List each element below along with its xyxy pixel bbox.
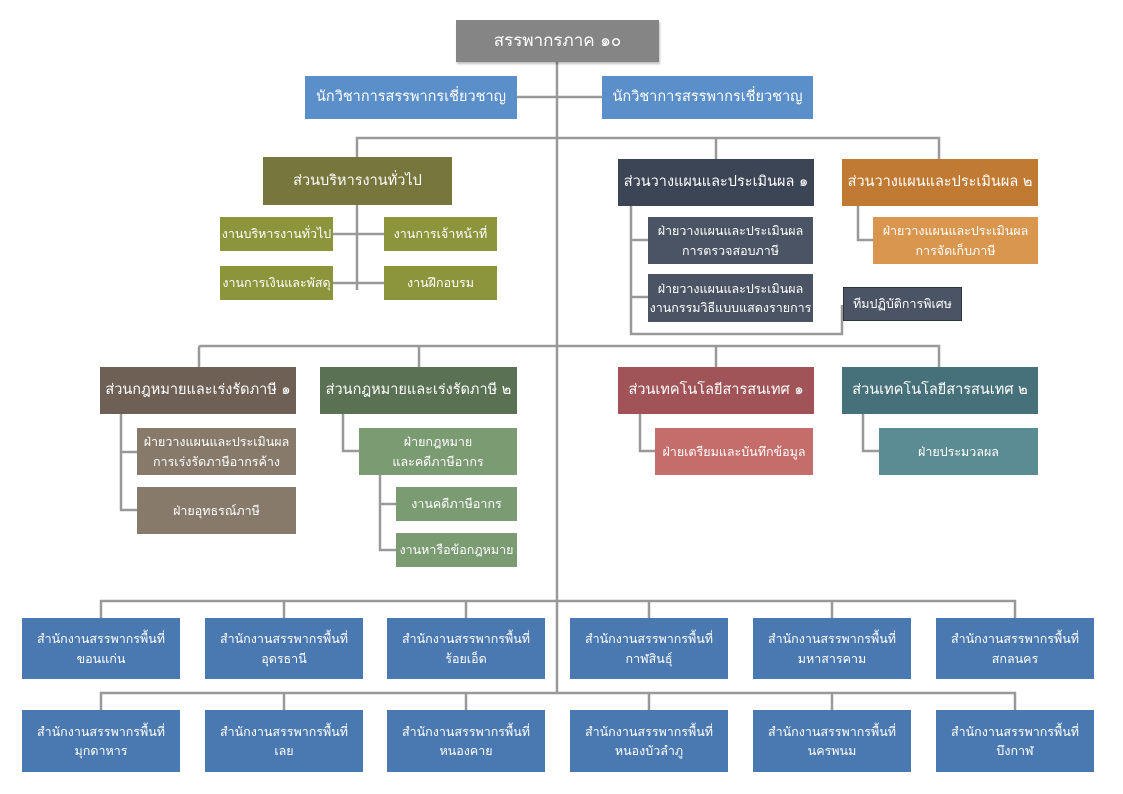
division-title: ส่วนกฎหมายและเร่งรัดภาษี ๒	[325, 382, 512, 399]
unit-label: ฝ่ายประมวลผล	[918, 443, 999, 459]
admin-unit-personnel: งานการเจ้าหน้าที่	[384, 217, 497, 251]
office-label: สำนักงานสรรพากรพื้นที่	[219, 723, 349, 739]
unit-label: งานการเจ้าหน้าที่	[393, 226, 488, 242]
office-province: มหาสารคาม	[797, 650, 867, 666]
division-admin: ส่วนบริหารงานทั่วไป	[263, 157, 452, 205]
unit-label-line1: ฝ่ายวางแผนและประเมินผล	[657, 223, 804, 239]
expert-node-left: นักวิชาการสรรพากรเชี่ยวชาญ	[305, 76, 517, 119]
division-title: ส่วนกฎหมายและเร่งรัดภาษี ๑	[105, 382, 291, 399]
office-label: สำนักงานสรรพากรพื้นที่	[219, 631, 349, 647]
sub-unit-label: งานคดีภาษีอากร	[411, 496, 502, 512]
area-office: สำนักงานสรรพากรพื้นที่ อุดรธานี	[205, 618, 363, 679]
it-2-unit-processing: ฝ่ายประมวลผล	[879, 428, 1038, 475]
area-office: สำนักงานสรรพากรพื้นที่ บึงกาฬ	[936, 710, 1094, 772]
division-title: ส่วนวางแผนและประเมินผล ๒	[847, 174, 1033, 191]
law-1-unit-appeal: ฝ่ายอุทธรณ์ภาษี	[137, 487, 296, 534]
admin-unit-training: งานฝึกอบรม	[384, 266, 497, 300]
office-label: สำนักงานสรรพากรพื้นที่	[767, 723, 897, 739]
planning-2-unit-collection: ฝ่ายวางแผนและประเมินผล การจัดเก็บภาษี	[873, 217, 1038, 264]
office-label: สำนักงานสรรพากรพื้นที่	[36, 723, 166, 739]
office-province: มุกดาหาร	[74, 743, 128, 758]
division-title: ส่วนเทคโนโลยีสารสนเทศ ๒	[852, 382, 1028, 399]
planning-1-unit-returns: ฝ่ายวางแผนและประเมินผล งานกรรมวิธีแบบแสด…	[648, 274, 813, 322]
law-2-sub-consult: งานหารือข้อกฎหมาย	[396, 533, 517, 567]
office-province: อุดรธานี	[261, 650, 307, 666]
office-province: หนองคาย	[439, 743, 493, 758]
office-province: หนองบัวลำภู	[614, 743, 684, 758]
law-2-unit-legal: ฝ่ายกฎหมาย และคดีภาษีอากร	[359, 428, 517, 475]
area-office: สำนักงานสรรพากรพื้นที่ สกลนคร	[936, 618, 1094, 679]
admin-unit-finance: งานการเงินและพัสดุ	[220, 266, 333, 300]
it-1-unit-data-entry: ฝ่ายเตรียมและบันทึกข้อมูล	[655, 428, 813, 475]
office-label: สำนักงานสรรพากรพื้นที่	[401, 631, 531, 647]
division-title: ส่วนเทคโนโลยีสารสนเทศ ๑	[628, 382, 804, 399]
unit-label-line2: และคดีภาษีอากร	[392, 453, 484, 469]
expert-title: นักวิชาการสรรพากรเชี่ยวชาญ	[612, 89, 803, 106]
area-office: สำนักงานสรรพากรพื้นที่ นครพนม	[753, 710, 911, 772]
law-2-sub-cases: งานคดีภาษีอากร	[396, 487, 517, 521]
office-province: เลย	[274, 743, 294, 758]
unit-label: งานการเงินและพัสดุ	[222, 275, 331, 291]
unit-label: ฝ่ายอุทธรณ์ภาษี	[173, 502, 260, 518]
root-node: สรรพากรภาค ๑๐	[456, 20, 659, 62]
office-label: สำนักงานสรรพากรพื้นที่	[584, 723, 714, 739]
planning-1-unit-audit: ฝ่ายวางแผนและประเมินผล การตรวจสอบภาษี	[648, 217, 813, 264]
area-office: สำนักงานสรรพากรพื้นที่ หนองบัวลำภู	[570, 710, 728, 772]
unit-label-line2: การเร่งรัดภาษีอากรค้าง	[152, 453, 280, 469]
division-admin-title: ส่วนบริหารงานทั่วไป	[293, 172, 422, 189]
office-province: ขอนแก่น	[76, 650, 126, 666]
unit-label-line1: ฝ่ายกฎหมาย	[403, 434, 473, 450]
expert-title: นักวิชาการสรรพากรเชี่ยวชาญ	[316, 89, 506, 106]
unit-label-line1: ฝ่ายวางแผนและประเมินผล	[657, 280, 804, 296]
area-office: สำนักงานสรรพากรพื้นที่ ขอนแก่น	[22, 618, 180, 679]
unit-label-line2: การตรวจสอบภาษี	[681, 242, 780, 258]
area-office: สำนักงานสรรพากรพื้นที่ เลย	[205, 710, 363, 772]
office-label: สำนักงานสรรพากรพื้นที่	[950, 631, 1080, 647]
division-it-1: ส่วนเทคโนโลยีสารสนเทศ ๑	[618, 367, 814, 414]
unit-label-line1: ฝ่ายวางแผนและประเมินผล	[143, 434, 290, 450]
admin-unit-general: งานบริหารงานทั่วไป	[220, 217, 333, 251]
division-planning-2: ส่วนวางแผนและประเมินผล ๒	[842, 159, 1038, 206]
area-office: สำนักงานสรรพากรพื้นที่ กาฬสินธุ์	[570, 618, 728, 679]
office-province: สกลนคร	[991, 650, 1039, 666]
office-province: ร้อยเอ็ด	[445, 650, 487, 666]
office-province: กาฬสินธุ์	[625, 650, 673, 666]
area-office: สำนักงานสรรพากรพื้นที่ ร้อยเอ็ด	[387, 618, 545, 679]
sub-unit-label: งานหารือข้อกฎหมาย	[399, 542, 514, 558]
office-label: สำนักงานสรรพากรพื้นที่	[767, 631, 897, 647]
unit-label-line2: การจัดเก็บภาษี	[915, 242, 996, 258]
unit-label-line1: ฝ่ายวางแผนและประเมินผล	[882, 223, 1029, 239]
area-office: สำนักงานสรรพากรพื้นที่ มหาสารคาม	[753, 618, 911, 679]
area-office: สำนักงานสรรพากรพื้นที่ หนองคาย	[387, 710, 545, 772]
division-law-1: ส่วนกฎหมายและเร่งรัดภาษี ๑	[100, 367, 296, 414]
unit-label-line2: งานกรรมวิธีแบบแสดงรายการ	[649, 300, 812, 315]
special-ops-team: ทีมปฏิบัติการพิเศษ	[843, 287, 962, 321]
unit-label: งานบริหารงานทั่วไป	[221, 226, 332, 242]
division-law-2: ส่วนกฎหมายและเร่งรัดภาษี ๒	[320, 367, 517, 414]
law-1-unit-arrears: ฝ่ายวางแผนและประเมินผล การเร่งรัดภาษีอาก…	[137, 428, 296, 475]
root-title: สรรพากรภาค ๑๐	[493, 30, 622, 51]
team-label: ทีมปฏิบัติการพิเศษ	[853, 296, 952, 312]
area-office: สำนักงานสรรพากรพื้นที่ มุกดาหาร	[22, 710, 180, 772]
office-province: นครพนม	[807, 743, 857, 758]
division-title: ส่วนวางแผนและประเมินผล ๑	[623, 174, 809, 191]
unit-label: ฝ่ายเตรียมและบันทึกข้อมูล	[662, 443, 806, 459]
office-label: สำนักงานสรรพากรพื้นที่	[36, 631, 166, 647]
office-label: สำนักงานสรรพากรพื้นที่	[401, 723, 531, 739]
office-province: บึงกาฬ	[996, 743, 1034, 758]
expert-node-right: นักวิชาการสรรพากรเชี่ยวชาญ	[602, 76, 813, 119]
unit-label: งานฝึกอบรม	[407, 275, 474, 291]
office-label: สำนักงานสรรพากรพื้นที่	[584, 631, 714, 647]
division-it-2: ส่วนเทคโนโลยีสารสนเทศ ๒	[842, 367, 1038, 414]
office-label: สำนักงานสรรพากรพื้นที่	[950, 723, 1080, 739]
division-planning-1: ส่วนวางแผนและประเมินผล ๑	[618, 159, 814, 206]
